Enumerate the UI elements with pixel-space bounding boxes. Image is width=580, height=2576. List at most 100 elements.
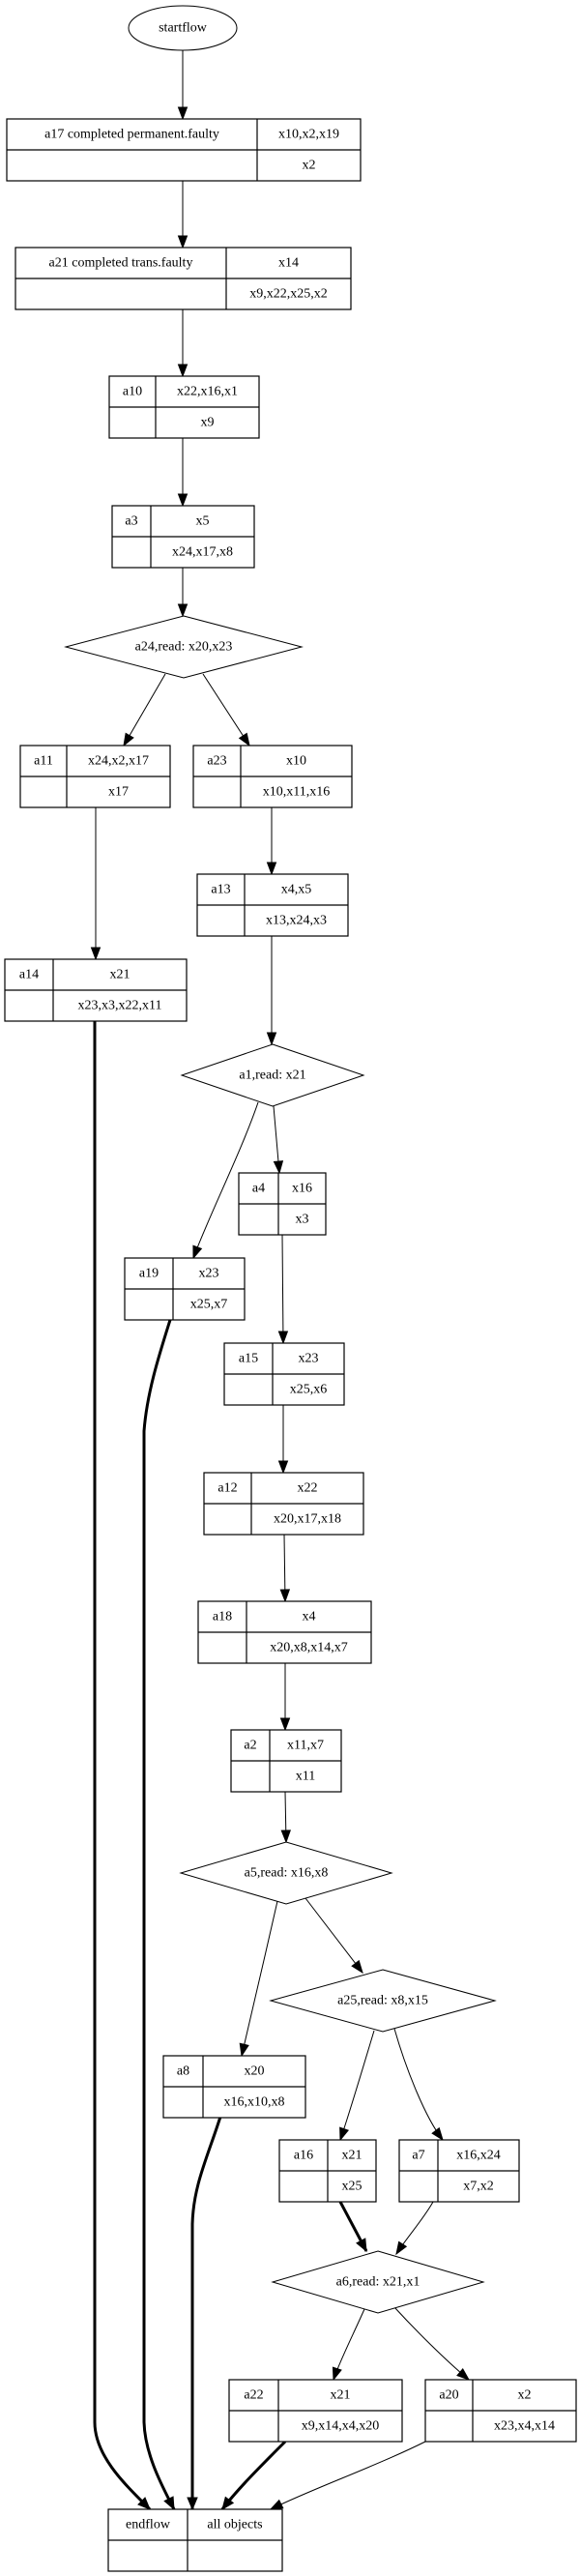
start-label: startflow — [159, 21, 208, 36]
edge-a4-to-a15 — [277, 1234, 289, 1345]
edge-a12-to-a18 — [279, 1534, 291, 1603]
node-name: a11 — [34, 754, 53, 769]
node-name: a14 — [19, 968, 39, 982]
decision-label: a25,read: x8,x15 — [337, 1994, 428, 2008]
node-write-set: x10 — [286, 754, 306, 769]
start-node[interactable]: startflow — [128, 5, 238, 51]
arrowhead-icon — [177, 106, 188, 121]
edge-line — [190, 2116, 222, 2509]
node-read-set: x9 — [201, 416, 215, 430]
edge-line — [393, 2306, 470, 2381]
arrowhead-icon — [332, 2366, 342, 2382]
arrowhead-icon — [177, 364, 188, 378]
decision-node-a6[interactable]: a6,read: x21,x1 — [271, 2250, 485, 2314]
decision-node-a24[interactable]: a24,read: x20,x23 — [64, 615, 304, 679]
arrowhead-icon — [177, 493, 188, 508]
edge-line — [220, 2440, 287, 2510]
activity-node-a10[interactable]: a10 x22,x16,x1 x9 — [108, 375, 260, 439]
arrowhead-icon — [266, 1032, 277, 1046]
arrowhead-icon — [123, 732, 134, 747]
node-write-set: x21 — [342, 2149, 362, 2163]
node-write-set: x22,x16,x1 — [177, 385, 238, 399]
node-name: a17 completed permanent.faulty — [44, 128, 219, 142]
decision-node-a25[interactable]: a25,read: x8,x15 — [269, 1969, 497, 2033]
node-name: a19 — [139, 1267, 159, 1281]
node-write-set: x11,x7 — [287, 1739, 324, 1753]
arrowhead-icon — [339, 2126, 350, 2142]
edge-a24-to-a23 — [202, 673, 250, 747]
node-name: a12 — [218, 1481, 237, 1496]
node-read-set: x24,x17,x8 — [172, 545, 233, 560]
node-name: a10 — [123, 385, 142, 399]
decision-node-a1[interactable]: a1,read: x21 — [180, 1043, 365, 1107]
node-read-set: x20,x17,x18 — [274, 1512, 341, 1527]
node-write-set: x14 — [278, 256, 299, 271]
decision-diamond — [64, 615, 304, 679]
arrowhead-icon — [431, 2126, 444, 2142]
edge-a3-to-a24 — [177, 568, 188, 618]
arrowhead-icon — [238, 732, 250, 747]
node-name: a3 — [125, 514, 137, 529]
edge-line — [142, 1319, 176, 2510]
arrowhead-icon — [351, 1959, 363, 1975]
decision-node-a5[interactable]: a5,read: x16,x8 — [179, 1841, 393, 1905]
node-name: a4 — [252, 1182, 265, 1196]
node-name: a18 — [213, 1610, 232, 1625]
edge-a5-to-a25 — [304, 1897, 363, 1975]
node-read-set: x20,x8,x14,x7 — [270, 1641, 348, 1655]
decision-diamond — [271, 2250, 485, 2314]
node-write-set: x21 — [110, 968, 130, 982]
edge-a6-to-a22 — [332, 2308, 365, 2382]
arrowhead-icon — [266, 862, 277, 876]
arrowhead-icon — [187, 2497, 198, 2511]
edge-a8-to-end — [187, 2116, 222, 2511]
arrowhead-icon — [356, 2238, 367, 2253]
arrowhead-icon — [239, 2042, 249, 2058]
edges-layer — [90, 50, 471, 2511]
edge-line — [93, 1021, 152, 2511]
edge-a1-to-a4 — [273, 1105, 284, 1175]
edge-a14-to-end — [93, 1021, 152, 2511]
node-write-set: x23 — [199, 1267, 219, 1281]
activity-node-a2[interactable]: a2 x11,x7 x11 — [230, 1729, 342, 1793]
arrowhead-icon — [163, 2496, 175, 2511]
node-read-set: x11 — [296, 1770, 315, 1784]
edge-a13-to-a1 — [266, 936, 277, 1046]
edge-a6-to-a20 — [393, 2306, 471, 2381]
decision-label: a1,read: x21 — [239, 1068, 305, 1083]
edge-a2-to-a5 — [280, 1791, 291, 1844]
edge-a25-to-a16 — [339, 2030, 375, 2142]
decision-diamond — [180, 1043, 365, 1107]
arrowhead-icon — [192, 1244, 203, 1260]
node-name: a16 — [294, 2149, 313, 2163]
node-read-set: x2 — [303, 159, 316, 173]
edge-a21-to-a10 — [177, 309, 188, 378]
activity-node-a3[interactable]: a3 x5 x24,x17,x8 — [111, 505, 255, 569]
edge-line — [393, 2028, 444, 2141]
node-write-set: x21 — [331, 2388, 351, 2403]
node-write-set: x5 — [196, 514, 210, 529]
arrowhead-icon — [273, 1160, 284, 1175]
decision-label: a24,read: x20,x23 — [135, 640, 233, 655]
node-name: a2 — [244, 1739, 256, 1753]
node-name: a8 — [177, 2064, 189, 2079]
node-read-set: x17 — [108, 785, 129, 800]
